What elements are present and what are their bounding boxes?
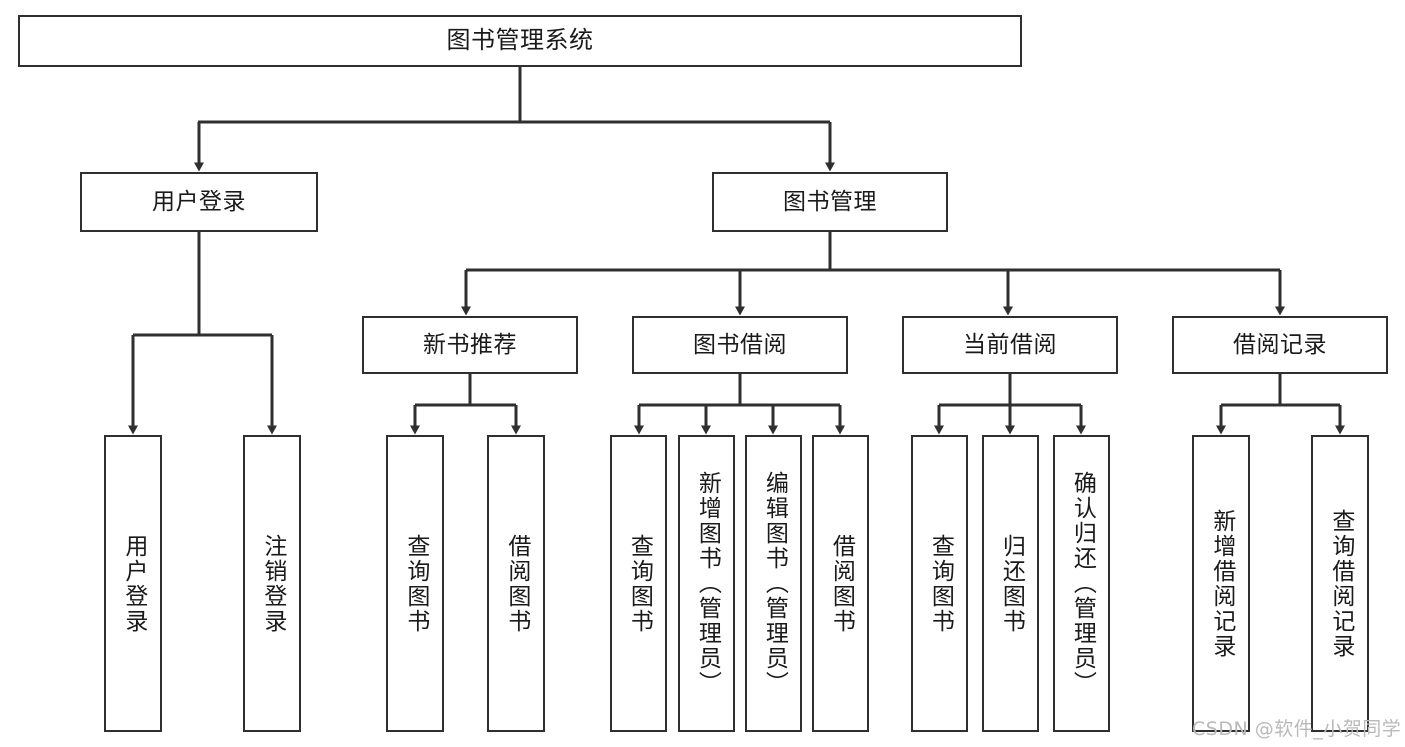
- node-leaf-borrow-book-1[interactable]: 借阅图书: [487, 435, 545, 732]
- node-leaf-edit-book-label: 编辑图书（管理员）: [761, 471, 788, 696]
- node-leaf-add-book-label: 新增图书（管理员）: [694, 471, 721, 696]
- node-leaf-user-login-label: 用户登录: [120, 533, 147, 634]
- node-user-login[interactable]: 用户登录: [80, 172, 318, 232]
- node-leaf-confirm-return-label: 确认归还（管理员）: [1069, 471, 1096, 696]
- node-book-manage-label: 图书管理: [783, 188, 877, 215]
- node-current-borrow-label: 当前借阅: [963, 331, 1057, 358]
- node-leaf-user-logout[interactable]: 注销登录: [243, 435, 301, 732]
- node-leaf-user-logout-label: 注销登录: [259, 533, 286, 634]
- node-borrow-record[interactable]: 借阅记录: [1172, 316, 1388, 374]
- node-leaf-borrow-book-1-label: 借阅图书: [503, 533, 530, 634]
- node-root[interactable]: 图书管理系统: [18, 15, 1022, 67]
- node-leaf-query-book-3-label: 查询图书: [927, 533, 954, 634]
- node-leaf-query-book-2-label: 查询图书: [626, 533, 653, 634]
- node-user-login-label: 用户登录: [152, 188, 246, 215]
- node-leaf-edit-book[interactable]: 编辑图书（管理员）: [745, 435, 802, 732]
- node-new-book-recommend-label: 新书推荐: [423, 331, 517, 358]
- csdn-watermark: CSDN @软件_小贺同学: [1192, 718, 1402, 740]
- node-leaf-add-borrow-record-label: 新增借阅记录: [1208, 508, 1235, 659]
- node-root-label: 图书管理系统: [446, 26, 594, 55]
- node-leaf-borrow-book-2-label: 借阅图书: [828, 533, 855, 634]
- node-book-borrow-label: 图书借阅: [693, 331, 787, 358]
- node-leaf-return-book-label: 归还图书: [998, 533, 1025, 634]
- node-leaf-add-borrow-record[interactable]: 新增借阅记录: [1192, 435, 1250, 732]
- node-leaf-query-book-2[interactable]: 查询图书: [610, 435, 667, 732]
- node-book-borrow[interactable]: 图书借阅: [632, 316, 848, 374]
- node-leaf-query-borrow-record[interactable]: 查询借阅记录: [1311, 435, 1369, 732]
- node-leaf-query-book-1[interactable]: 查询图书: [386, 435, 444, 732]
- node-book-manage[interactable]: 图书管理: [712, 172, 948, 232]
- node-leaf-add-book[interactable]: 新增图书（管理员）: [678, 435, 735, 732]
- node-leaf-borrow-book-2[interactable]: 借阅图书: [812, 435, 869, 732]
- node-current-borrow[interactable]: 当前借阅: [902, 316, 1118, 374]
- node-new-book-recommend[interactable]: 新书推荐: [362, 316, 578, 374]
- node-leaf-confirm-return[interactable]: 确认归还（管理员）: [1053, 435, 1110, 732]
- node-leaf-query-book-1-label: 查询图书: [402, 533, 429, 634]
- node-leaf-query-borrow-record-label: 查询借阅记录: [1327, 508, 1354, 659]
- node-leaf-user-login[interactable]: 用户登录: [104, 435, 162, 732]
- node-leaf-query-book-3[interactable]: 查询图书: [911, 435, 968, 732]
- node-borrow-record-label: 借阅记录: [1233, 331, 1327, 358]
- node-leaf-return-book[interactable]: 归还图书: [982, 435, 1039, 732]
